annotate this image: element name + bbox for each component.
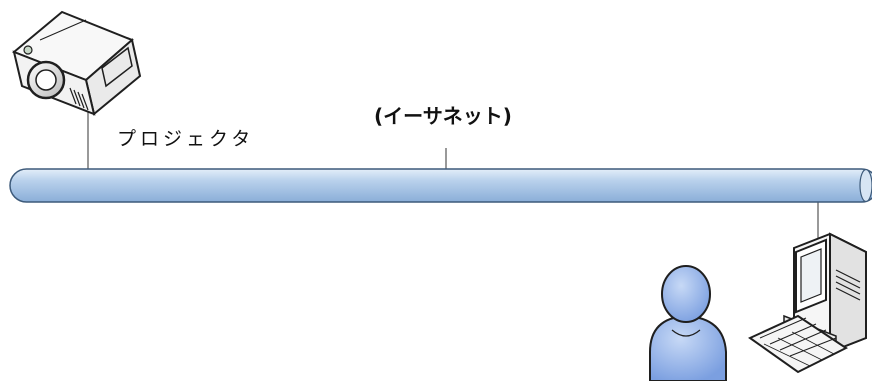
projector-icon: [12, 10, 142, 116]
projector-label: プロジェクタ: [117, 128, 255, 150]
ethernet-label: (イーサネット): [374, 104, 512, 128]
ethernet-cable: [9, 168, 872, 203]
user-icon: [649, 265, 727, 381]
keyboard-icon: [748, 314, 848, 374]
